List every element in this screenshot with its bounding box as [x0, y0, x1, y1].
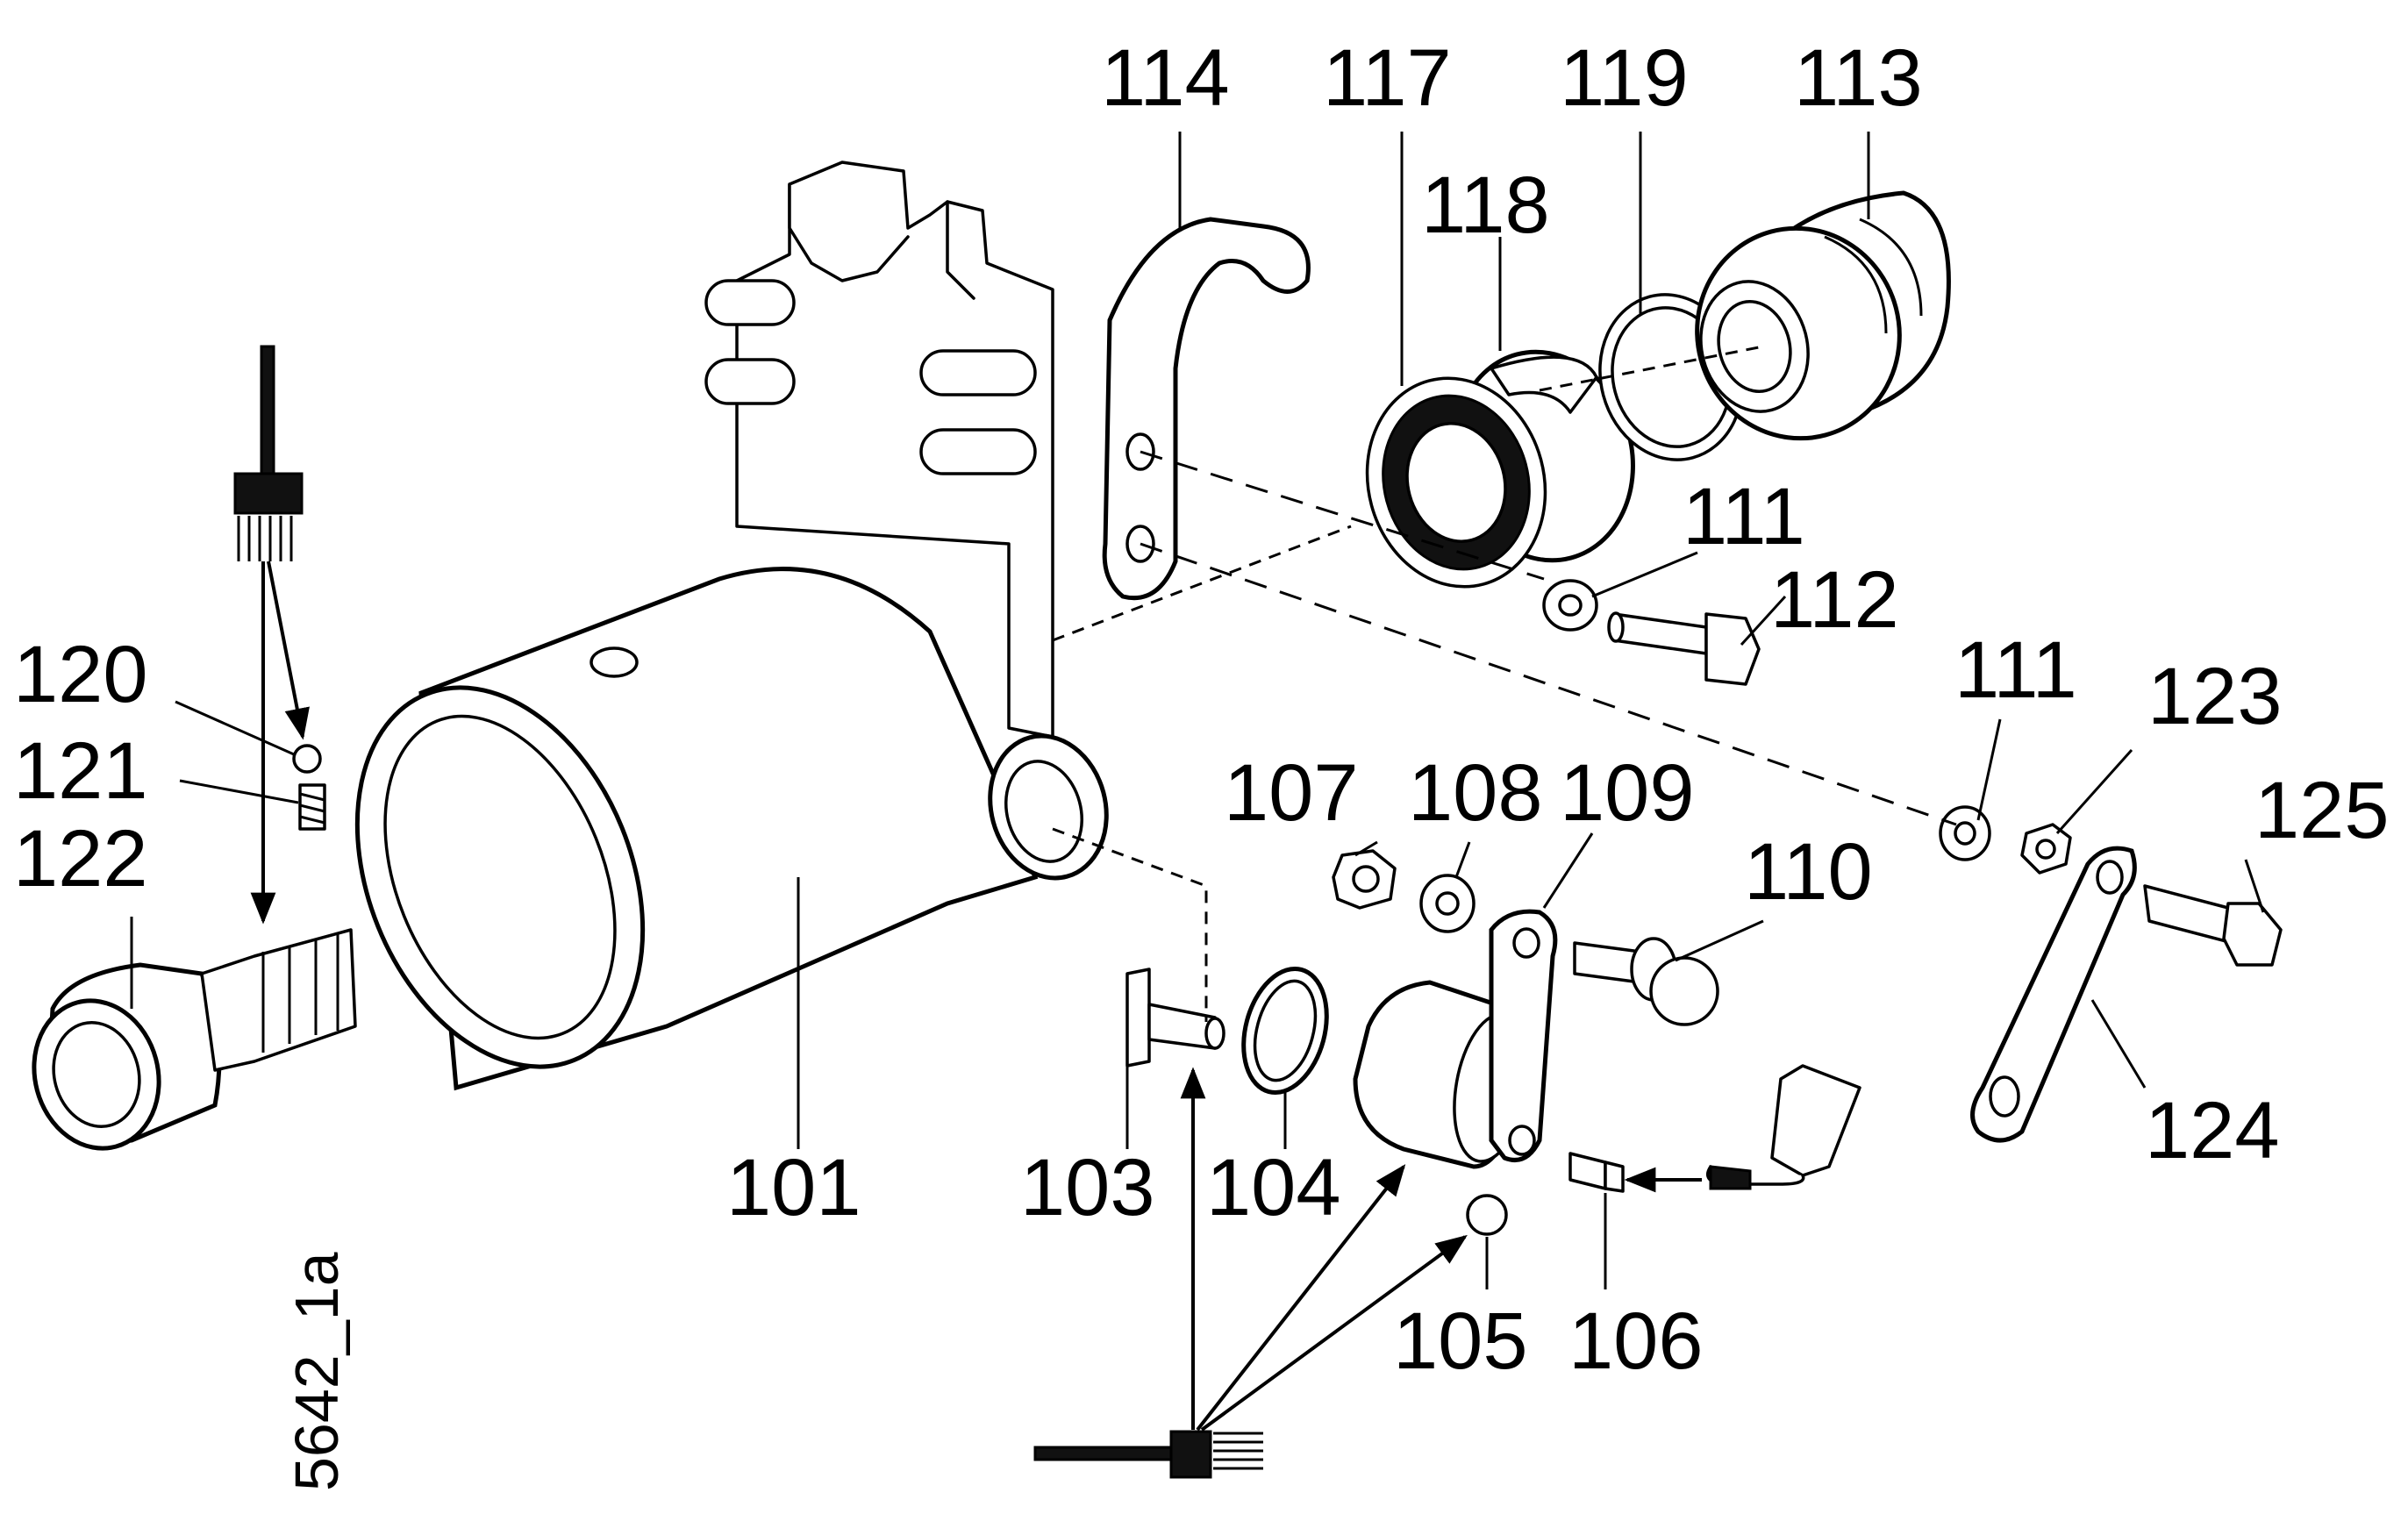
nut-123 — [2020, 823, 2072, 875]
label-114: 114 — [1101, 33, 1230, 123]
label-101: 101 — [726, 1143, 861, 1232]
label-106: 106 — [1568, 1296, 1704, 1386]
bolt-112 — [1607, 611, 1761, 686]
washer-108 — [1419, 874, 1476, 933]
link-124 — [1970, 846, 2137, 1143]
label-107: 107 — [1224, 748, 1359, 838]
assembly-centerlines — [1052, 345, 1957, 1022]
leader-lines — [130, 132, 2265, 1289]
lubrication-arrows — [250, 561, 1702, 1432]
label-104: 104 — [1206, 1143, 1341, 1232]
label-111-lower: 111 — [1954, 625, 2077, 715]
label-109: 109 — [1560, 748, 1695, 838]
o-ring-104 — [1241, 966, 1329, 1096]
label-111-upper: 111 — [1683, 472, 1805, 561]
label-103: 103 — [1020, 1143, 1155, 1232]
lever-114 — [1102, 217, 1311, 601]
coupling-113 — [1695, 190, 1951, 441]
stud-110 — [1573, 937, 1719, 1026]
label-105: 105 — [1393, 1296, 1528, 1386]
label-110: 110 — [1744, 827, 1873, 917]
ball-105 — [1466, 1194, 1508, 1236]
washer-111-lower — [1939, 805, 1991, 861]
grease-brush-icon-left — [233, 345, 304, 561]
label-117: 117 — [1323, 33, 1452, 123]
label-123: 123 — [2147, 652, 2283, 741]
housing-101 — [354, 161, 1109, 1091]
ball-120 — [292, 744, 322, 774]
label-121: 121 — [13, 726, 148, 816]
shaft-109 — [1353, 909, 1558, 1169]
ring-118 — [1490, 355, 1598, 414]
splined-shaft-122 — [32, 928, 357, 1151]
label-113: 113 — [1794, 33, 1923, 123]
grease-nipple-106 — [1568, 1152, 1625, 1193]
label-118: 118 — [1421, 161, 1550, 250]
bearing-117 — [1365, 349, 1635, 589]
label-119: 119 — [1560, 33, 1689, 123]
label-120: 120 — [13, 630, 148, 719]
grease-brush-icon-bottom — [1033, 1430, 1263, 1479]
figure-id: 5642_1a — [282, 1252, 351, 1491]
washer-111-upper — [1542, 579, 1598, 632]
label-124: 124 — [2145, 1086, 2280, 1175]
label-108: 108 — [1408, 748, 1543, 838]
grease-gun-nozzle — [1705, 1064, 1861, 1190]
nut-107 — [1332, 849, 1397, 910]
label-112: 112 — [1770, 555, 1899, 645]
label-122: 122 — [13, 814, 148, 903]
label-125: 125 — [2254, 766, 2390, 855]
bolt-125 — [2143, 884, 2283, 967]
spring-121 — [298, 783, 326, 831]
pin-103 — [1125, 968, 1225, 1068]
part-labels: 101 103 104 105 106 107 108 109 110 111 … — [13, 33, 2390, 1386]
